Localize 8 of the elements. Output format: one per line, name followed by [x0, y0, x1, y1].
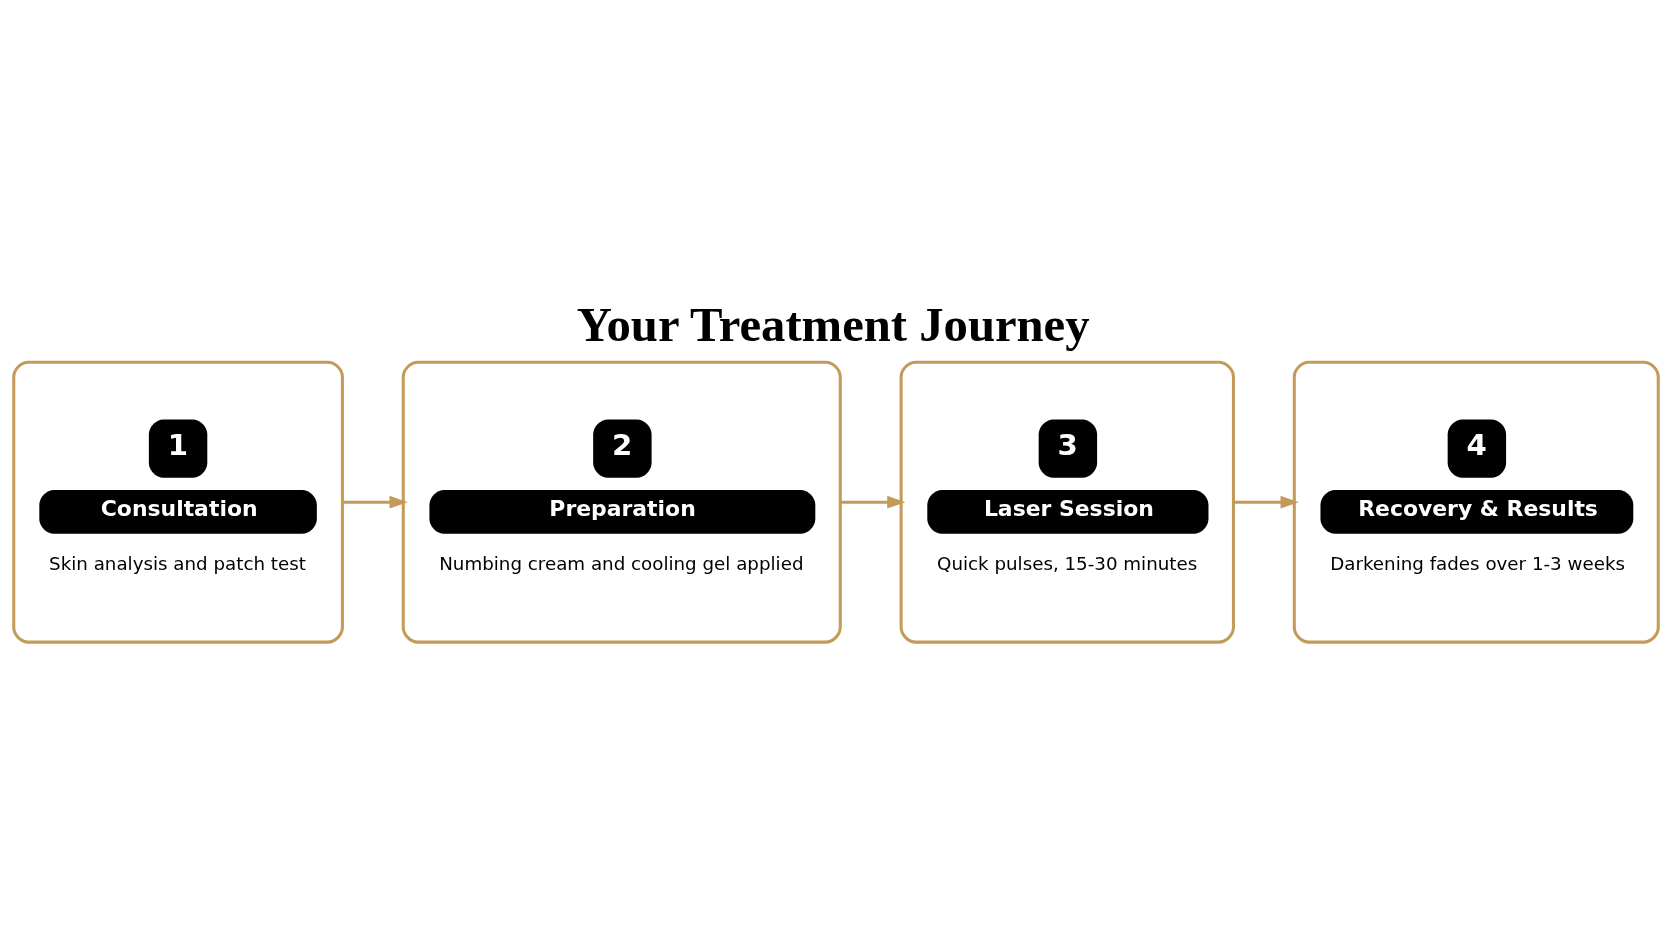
node-box: 3 Laser Session Quick pulses, 15-30 minutes [899, 360, 1235, 644]
node-box: 2 Preparation Numbing cream and cooling gel applied [401, 360, 842, 644]
arrow [342, 495, 408, 509]
diagram-title: Your Treatment Journey [576, 298, 1090, 353]
node-box: 4 Recovery & Results Darkening fades over 1-3 weeks [1292, 360, 1660, 644]
arrow [840, 495, 906, 509]
arrow [1233, 495, 1299, 509]
node-box: 1 Consultation Skin analysis and patch test [12, 360, 344, 644]
